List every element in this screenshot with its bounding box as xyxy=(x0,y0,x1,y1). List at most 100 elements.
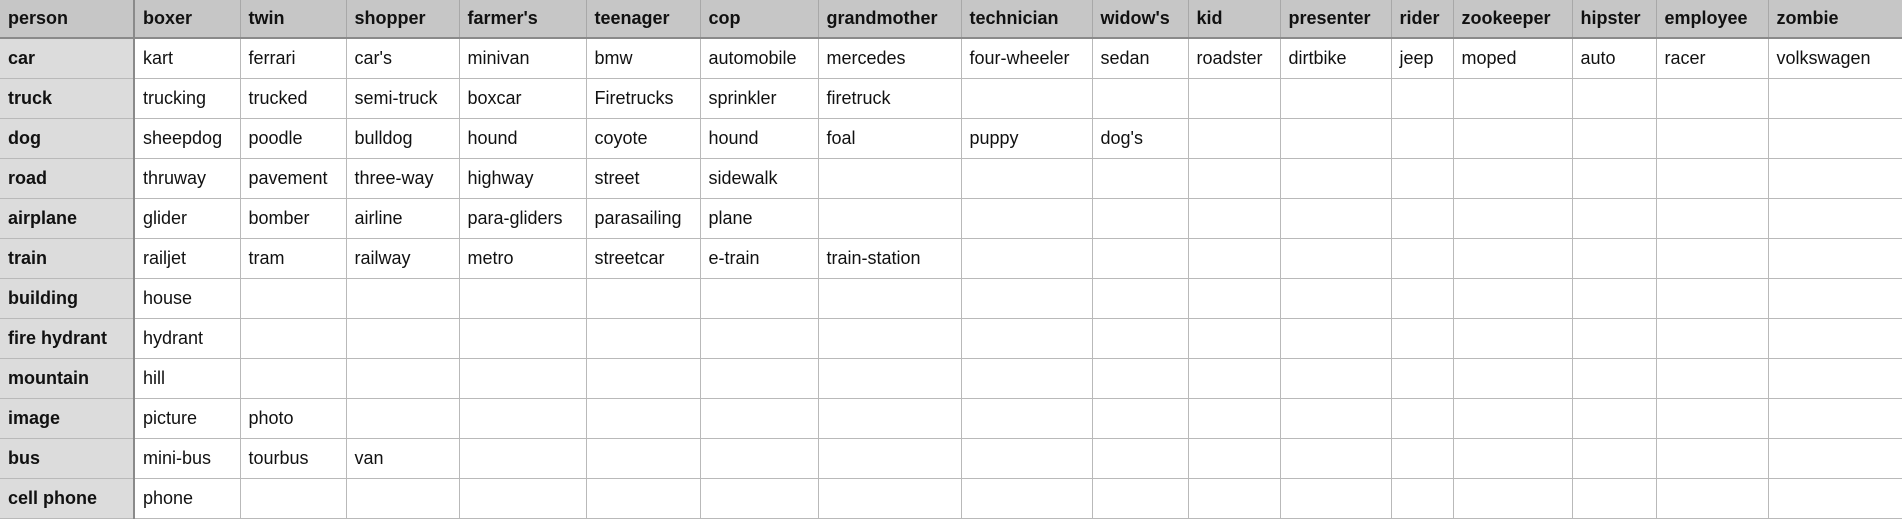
table-cell[interactable]: mini-bus xyxy=(134,438,241,479)
table-cell[interactable]: hill xyxy=(134,358,241,399)
table-cell[interactable] xyxy=(1092,478,1189,519)
table-cell[interactable] xyxy=(1092,278,1189,319)
table-cell[interactable] xyxy=(961,158,1093,199)
table-cell[interactable]: hound xyxy=(700,118,819,159)
column-header-cell[interactable]: zookeeper xyxy=(1453,0,1573,39)
table-cell[interactable] xyxy=(459,278,587,319)
column-header-cell[interactable]: shopper xyxy=(346,0,460,39)
row-header-cell[interactable]: mountain xyxy=(0,358,135,399)
table-cell[interactable] xyxy=(1391,478,1454,519)
table-cell[interactable] xyxy=(586,438,701,479)
table-cell[interactable]: foal xyxy=(818,118,962,159)
table-cell[interactable] xyxy=(1656,478,1769,519)
table-cell[interactable]: railjet xyxy=(134,238,241,279)
column-header-cell[interactable]: employee xyxy=(1656,0,1769,39)
table-cell[interactable]: sheepdog xyxy=(134,118,241,159)
table-cell[interactable] xyxy=(1188,158,1281,199)
column-header-cell[interactable]: hipster xyxy=(1572,0,1657,39)
table-cell[interactable] xyxy=(1656,198,1769,239)
column-header-cell[interactable]: zombie xyxy=(1768,0,1902,39)
table-cell[interactable]: van xyxy=(346,438,460,479)
table-cell[interactable] xyxy=(961,318,1093,359)
table-cell[interactable] xyxy=(1768,238,1902,279)
table-cell[interactable]: bmw xyxy=(586,38,701,79)
table-cell[interactable] xyxy=(1768,318,1902,359)
table-cell[interactable] xyxy=(1188,358,1281,399)
table-cell[interactable]: minivan xyxy=(459,38,587,79)
row-header-cell[interactable]: fire hydrant xyxy=(0,318,135,359)
table-cell[interactable] xyxy=(1092,78,1189,119)
table-cell[interactable] xyxy=(1280,278,1392,319)
row-header-cell[interactable]: car xyxy=(0,38,135,79)
table-cell[interactable] xyxy=(1572,278,1657,319)
table-cell[interactable]: tourbus xyxy=(240,438,347,479)
table-cell[interactable] xyxy=(1572,398,1657,439)
table-cell[interactable] xyxy=(1453,118,1573,159)
table-cell[interactable] xyxy=(1391,78,1454,119)
table-cell[interactable]: firetruck xyxy=(818,78,962,119)
table-cell[interactable]: e-train xyxy=(700,238,819,279)
table-cell[interactable]: puppy xyxy=(961,118,1093,159)
table-cell[interactable]: sprinkler xyxy=(700,78,819,119)
table-cell[interactable]: trucking xyxy=(134,78,241,119)
table-cell[interactable] xyxy=(1572,118,1657,159)
table-cell[interactable] xyxy=(1572,198,1657,239)
table-cell[interactable]: parasailing xyxy=(586,198,701,239)
table-cell[interactable] xyxy=(818,318,962,359)
table-cell[interactable] xyxy=(700,478,819,519)
table-cell[interactable] xyxy=(1188,438,1281,479)
table-cell[interactable] xyxy=(1391,118,1454,159)
table-cell[interactable] xyxy=(240,278,347,319)
table-cell[interactable] xyxy=(1572,438,1657,479)
table-cell[interactable]: car's xyxy=(346,38,460,79)
table-cell[interactable]: three-way xyxy=(346,158,460,199)
table-cell[interactable] xyxy=(1453,318,1573,359)
column-header-cell[interactable]: teenager xyxy=(586,0,701,39)
table-cell[interactable] xyxy=(1768,118,1902,159)
table-cell[interactable] xyxy=(700,358,819,399)
table-cell[interactable] xyxy=(1768,198,1902,239)
table-cell[interactable]: hydrant xyxy=(134,318,241,359)
table-cell[interactable] xyxy=(346,358,460,399)
table-cell[interactable]: coyote xyxy=(586,118,701,159)
row-header-cell[interactable]: bus xyxy=(0,438,135,479)
table-cell[interactable] xyxy=(1572,158,1657,199)
table-cell[interactable] xyxy=(1280,118,1392,159)
table-cell[interactable] xyxy=(961,438,1093,479)
table-cell[interactable] xyxy=(1453,438,1573,479)
row-header-cell[interactable]: road xyxy=(0,158,135,199)
table-cell[interactable] xyxy=(1453,398,1573,439)
table-cell[interactable] xyxy=(346,278,460,319)
table-cell[interactable] xyxy=(818,438,962,479)
table-cell[interactable]: four-wheeler xyxy=(961,38,1093,79)
table-cell[interactable] xyxy=(961,398,1093,439)
table-cell[interactable] xyxy=(1768,398,1902,439)
table-cell[interactable] xyxy=(1092,158,1189,199)
table-cell[interactable]: dog's xyxy=(1092,118,1189,159)
column-header-cell[interactable]: boxer xyxy=(134,0,241,39)
table-cell[interactable]: street xyxy=(586,158,701,199)
table-cell[interactable] xyxy=(1391,318,1454,359)
table-cell[interactable]: thruway xyxy=(134,158,241,199)
table-cell[interactable] xyxy=(346,318,460,359)
table-cell[interactable] xyxy=(1572,238,1657,279)
table-cell[interactable] xyxy=(1280,398,1392,439)
table-cell[interactable] xyxy=(1656,358,1769,399)
table-cell[interactable] xyxy=(961,198,1093,239)
table-cell[interactable] xyxy=(1453,478,1573,519)
column-header-cell[interactable]: twin xyxy=(240,0,347,39)
table-cell[interactable] xyxy=(1188,78,1281,119)
table-cell[interactable] xyxy=(1092,318,1189,359)
table-cell[interactable] xyxy=(459,398,587,439)
table-cell[interactable] xyxy=(459,318,587,359)
table-cell[interactable] xyxy=(1188,278,1281,319)
column-header-cell[interactable]: kid xyxy=(1188,0,1281,39)
table-cell[interactable] xyxy=(818,358,962,399)
table-cell[interactable] xyxy=(1453,278,1573,319)
table-cell[interactable]: sedan xyxy=(1092,38,1189,79)
table-cell[interactable] xyxy=(1453,158,1573,199)
table-cell[interactable] xyxy=(1391,238,1454,279)
table-cell[interactable] xyxy=(961,78,1093,119)
table-cell[interactable]: dirtbike xyxy=(1280,38,1392,79)
table-cell[interactable] xyxy=(1280,438,1392,479)
